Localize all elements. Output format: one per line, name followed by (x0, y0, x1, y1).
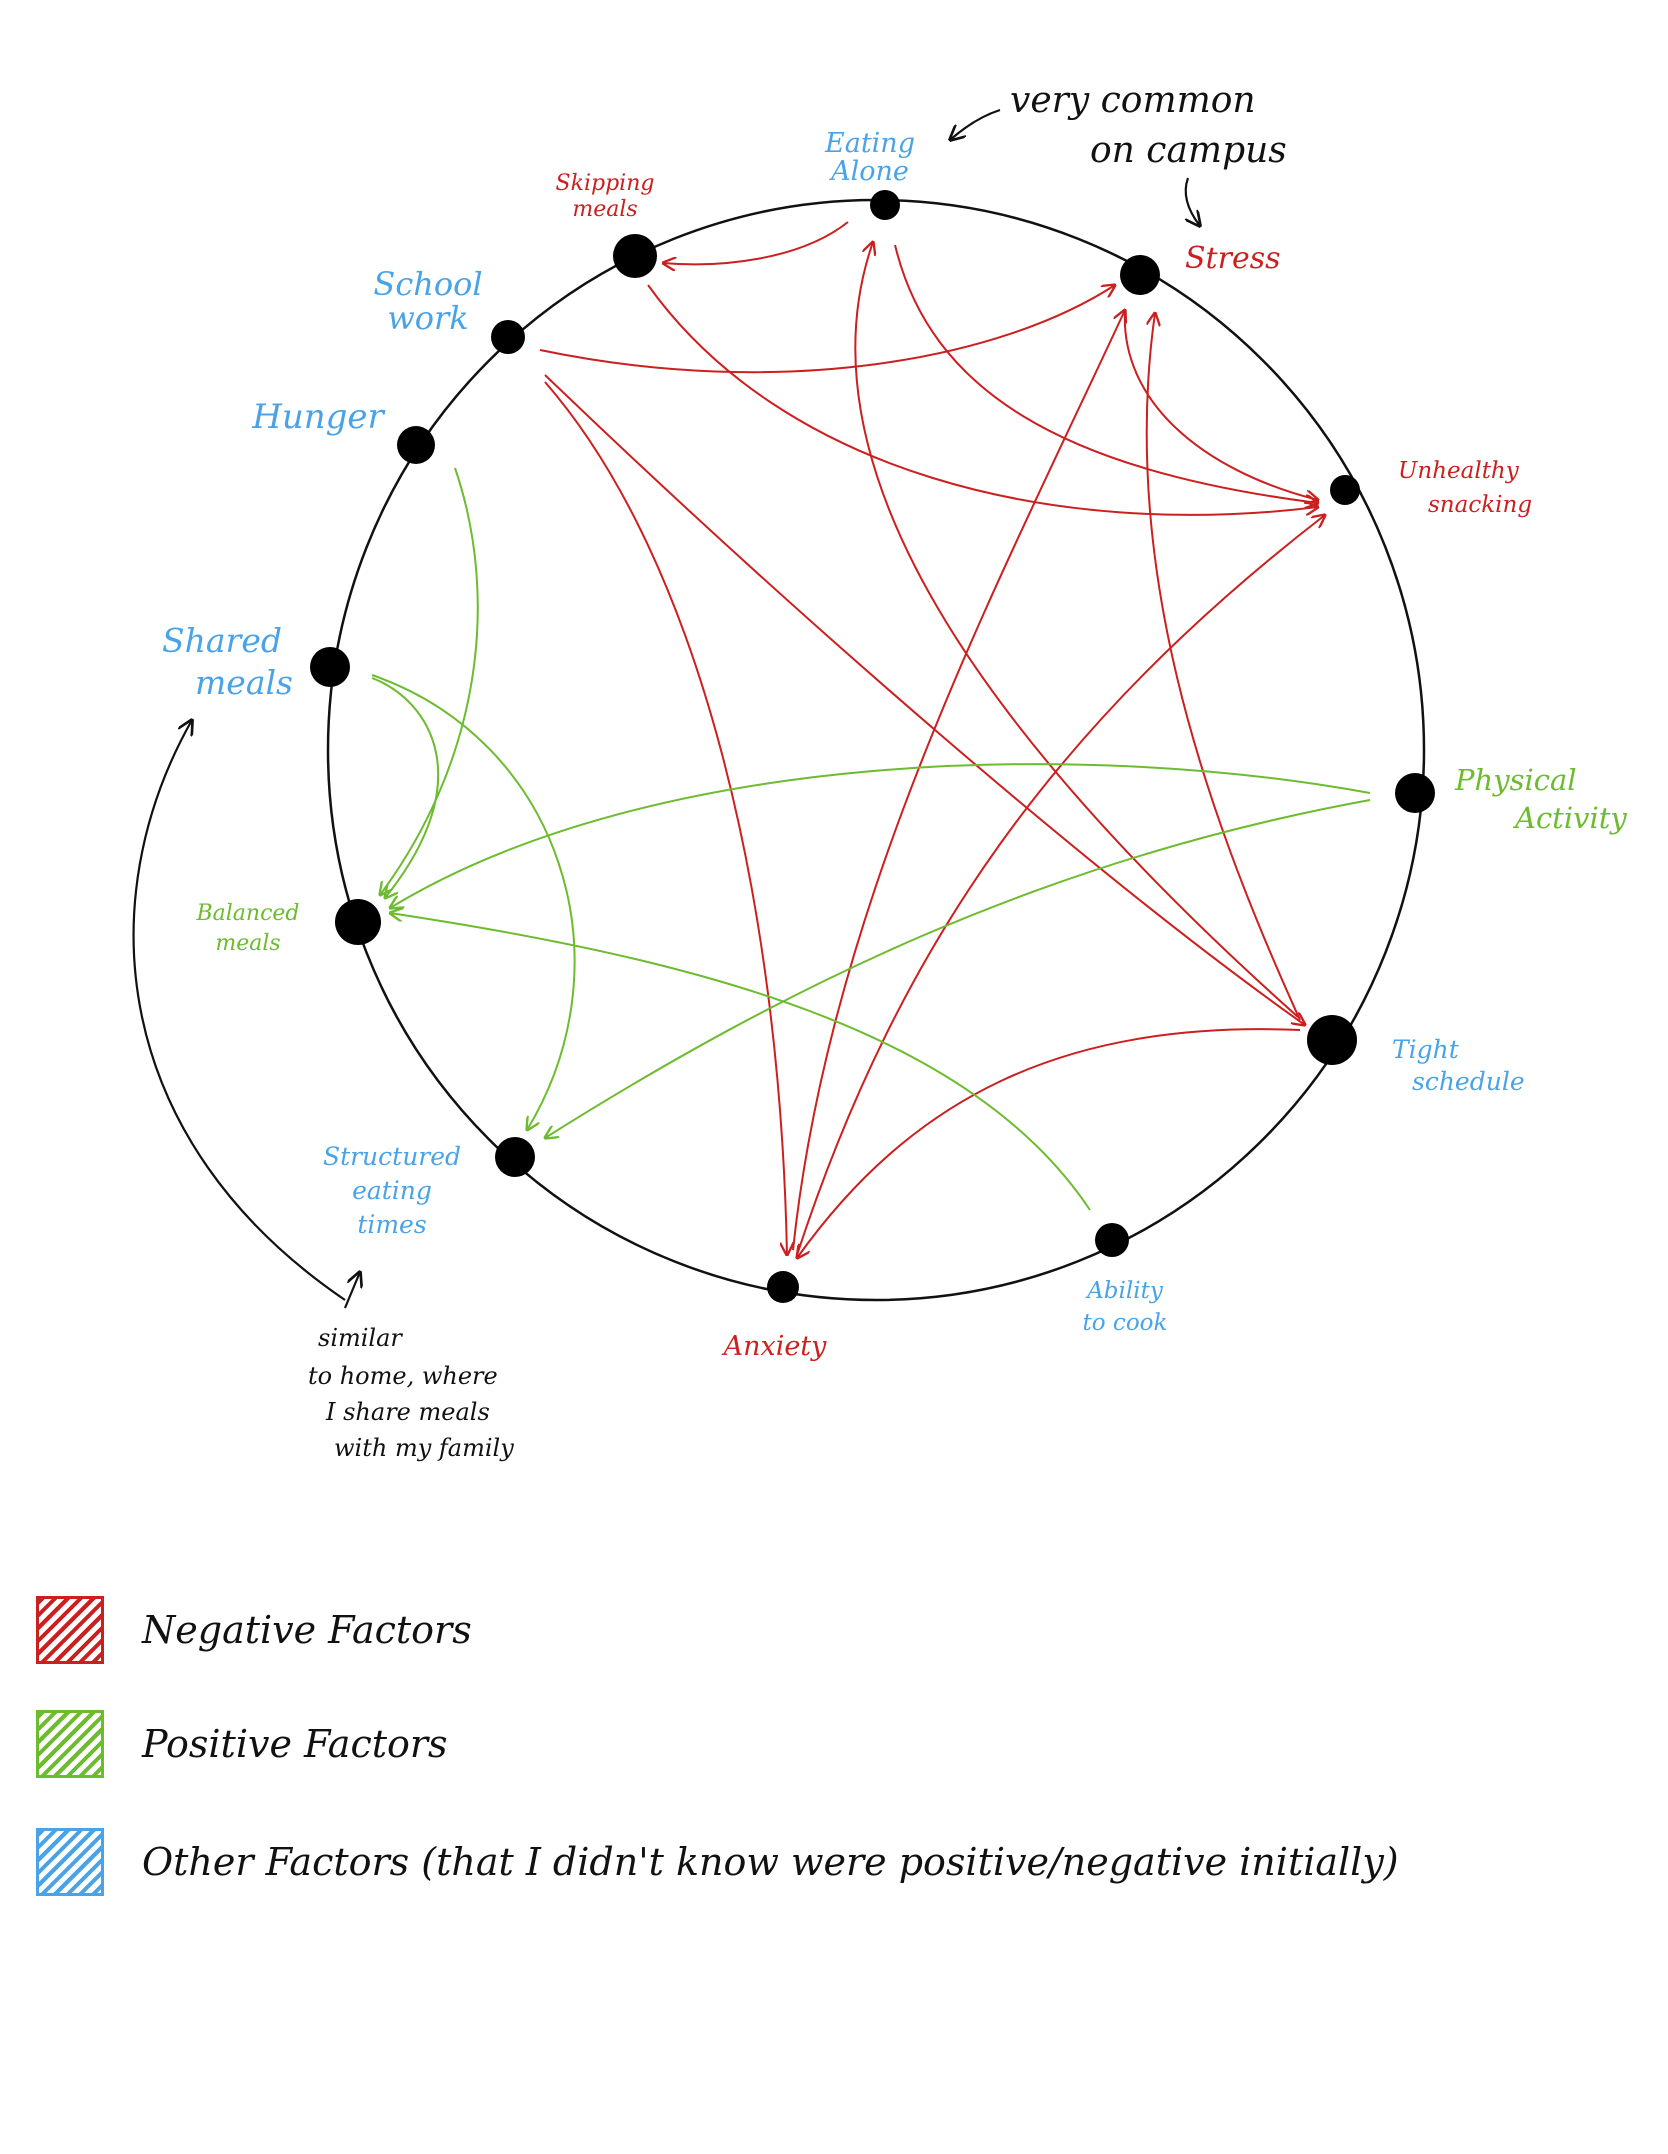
legend-label-negative: Negative Factors (142, 1608, 472, 1652)
label-structured-eating-times-line: times (357, 1210, 426, 1239)
label-anxiety-line: Anxiety (721, 1331, 828, 1362)
node-stress (1120, 255, 1160, 295)
node-structured-eating-times (495, 1137, 535, 1177)
node-physical-activity (1395, 773, 1435, 813)
edge-anxiety-to-stress (792, 310, 1125, 1251)
legend-item-other: Other Factors (that I didn't know were p… (36, 1822, 1399, 1902)
node-skipping-meals (613, 234, 657, 278)
nodes (310, 190, 1435, 1303)
label-balanced-meals-line: meals (215, 931, 280, 956)
campus-annotation: very common on campus (950, 80, 1287, 226)
home-note-line-3: I share meals (325, 1398, 490, 1426)
positive-swatch (36, 1710, 104, 1778)
campus-note-line-1: very common (1010, 80, 1256, 121)
label-hunger: Hunger (251, 397, 385, 437)
node-hunger (397, 426, 435, 464)
label-unhealthy-snacking-line: snacking (1428, 492, 1532, 518)
label-tight-schedule-line: Tight (1392, 1035, 1460, 1064)
legend-label-other: Other Factors (that I didn't know were p… (142, 1840, 1399, 1884)
label-anxiety: Anxiety (721, 1331, 828, 1362)
label-structured-eating-times-line: Structured (323, 1142, 461, 1171)
home-note-line-4: with my family (334, 1434, 514, 1462)
edge-physical-activity-to-structured-eating-times (545, 799, 1371, 1138)
edge-anxiety-to-unhealthy-snacking (796, 515, 1325, 1256)
label-structured-eating-times: Structured eating times (323, 1142, 461, 1239)
label-stress-line: Stress (1185, 241, 1281, 276)
edge-physical-activity-to-balanced-meals (390, 763, 1371, 908)
edge-hunger-to-balanced-meals (380, 467, 479, 895)
home-note-line-2: to home, where (308, 1362, 498, 1390)
label-school-work-line: work (387, 299, 468, 337)
edge-school-work-to-tight-schedule (544, 374, 1305, 1025)
home-annotation: similar to home, where I share meals wit… (132, 720, 514, 1462)
label-physical-activity-line: Physical (1454, 763, 1577, 797)
other-swatch (36, 1828, 104, 1896)
label-school-work-line: School (373, 265, 482, 303)
label-eating-alone-line: Eating (824, 128, 915, 159)
label-ability-to-cook-line: to cook (1083, 1310, 1168, 1336)
home-note-pointer (343, 1272, 360, 1309)
label-physical-activity-line: Activity (1512, 801, 1627, 835)
negative-swatch (36, 1596, 104, 1664)
label-tight-schedule: Tight schedule (1392, 1035, 1525, 1096)
edge-shared-meals-to-balanced-meals (371, 677, 440, 898)
legend-label-positive: Positive Factors (142, 1722, 448, 1766)
edge-tight-schedule-to-stress (1145, 313, 1301, 1021)
label-balanced-meals-line: Balanced (195, 901, 299, 926)
home-annotation-arrow (132, 720, 346, 1301)
edge-eating-alone-to-unhealthy-snacking (894, 244, 1318, 503)
edge-ability-to-cook-to-balanced-meals (390, 913, 1091, 1211)
node-ability-to-cook (1095, 1223, 1129, 1257)
label-stress: Stress (1185, 241, 1281, 276)
label-ability-to-cook-line: Ability (1085, 1278, 1164, 1304)
legend-item-positive: Positive Factors (36, 1704, 448, 1784)
label-skipping-meals-line: meals (572, 197, 637, 222)
label-ability-to-cook: Ability to cook (1083, 1278, 1168, 1336)
edge-tight-schedule-to-anxiety (797, 1028, 1301, 1258)
label-structured-eating-times-line: eating (352, 1176, 432, 1205)
label-shared-meals-line: meals (195, 663, 293, 702)
edge-stress-to-unhealthy-snacking (1123, 309, 1318, 500)
label-eating-alone-line: Alone (828, 156, 909, 187)
home-note-line-1: similar (318, 1324, 403, 1352)
legend-item-negative: Negative Factors (36, 1590, 472, 1670)
node-unhealthy-snacking (1330, 475, 1360, 505)
node-school-work (491, 320, 525, 354)
edge-school-work-to-stress (539, 285, 1115, 374)
node-tight-schedule (1307, 1015, 1357, 1065)
label-shared-meals-line: Shared (162, 621, 282, 660)
edge-school-work-to-anxiety (544, 381, 787, 1255)
label-tight-schedule-line: schedule (1412, 1067, 1525, 1096)
campus-note-line-2: on campus (1090, 130, 1287, 171)
campus-to-stress-arrow (1184, 177, 1200, 226)
edge-skipping-meals-to-unhealthy-snacking (647, 284, 1318, 516)
campus-annotation-arrow (950, 108, 1001, 140)
label-hunger-line: Hunger (251, 397, 385, 437)
edges (371, 221, 1371, 1258)
node-balanced-meals (335, 899, 381, 945)
node-shared-meals (310, 647, 350, 687)
node-eating-alone (870, 190, 900, 220)
edge-shared-meals-to-structured-eating-times (371, 674, 576, 1130)
node-anxiety (767, 1271, 799, 1303)
label-unhealthy-snacking: Unhealthy snacking (1398, 458, 1532, 518)
label-skipping-meals-line: Skipping (556, 171, 655, 196)
edge-eating-alone-to-skipping-meals (663, 221, 849, 264)
label-unhealthy-snacking-line: Unhealthy (1398, 458, 1520, 484)
label-balanced-meals: Balanced meals (195, 901, 299, 956)
edge-tight-schedule-to-eating-alone (854, 242, 1299, 1018)
